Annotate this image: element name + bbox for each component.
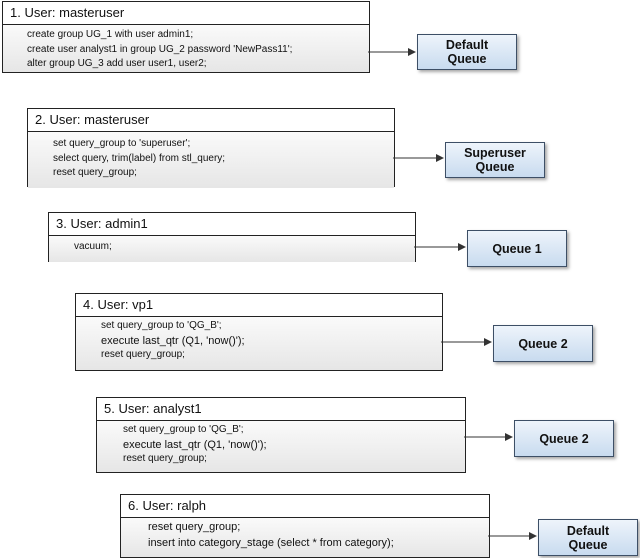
queue-2-vp1: Queue 2 (493, 325, 593, 362)
sql-line: insert into category_stage (select * fro… (148, 536, 394, 549)
sql-line: set query_group to 'QG_B'; (101, 320, 222, 331)
step-3-sql: vacuum; (49, 236, 415, 262)
step-6-title: 6. User: ralph (121, 495, 489, 518)
step-2-box: 2. User: masteruser set query_group to '… (27, 108, 395, 188)
sql-line: create group UG_1 with user admin1; (27, 29, 194, 40)
sql-line: vacuum; (74, 241, 112, 252)
sql-line: reset query_group; (123, 453, 207, 464)
sql-line: alter group UG_3 add user user1, user2; (27, 58, 207, 69)
step-1-box: 1. User: masteruser create group UG_1 wi… (2, 1, 370, 73)
step-4-sql: set query_group to 'QG_B'; execute last_… (76, 317, 442, 370)
step-4-title: 4. User: vp1 (76, 294, 442, 317)
step-6-box: 6. User: ralph reset query_group; insert… (120, 494, 490, 558)
sql-line: set query_group to 'superuser'; (53, 138, 191, 149)
step-3-title: 3. User: admin1 (49, 213, 415, 236)
step-1-title: 1. User: masteruser (3, 2, 369, 25)
sql-line: reset query_group; (53, 167, 137, 178)
step-3-box: 3. User: admin1 vacuum; (48, 212, 416, 262)
sql-line: select query, trim(label) from stl_query… (53, 152, 226, 164)
step-4-box: 4. User: vp1 set query_group to 'QG_B'; … (75, 293, 443, 371)
queue-1: Queue 1 (467, 230, 567, 267)
step-2-sql: set query_group to 'superuser'; select q… (28, 132, 394, 188)
step-1-sql: create group UG_1 with user admin1; crea… (3, 25, 369, 72)
sql-line: set query_group to 'QG_B'; (123, 424, 244, 435)
sql-line: reset query_group; (101, 349, 185, 360)
queue-2-analyst1: Queue 2 (514, 420, 614, 457)
step-2-title: 2. User: masteruser (28, 109, 394, 132)
step-5-title: 5. User: analyst1 (97, 398, 465, 421)
step-6-sql: reset query_group; insert into category_… (121, 518, 489, 557)
sql-line: execute last_qtr (Q1, 'now()'); (101, 334, 245, 347)
sql-line: create user analyst1 in group UG_2 passw… (27, 43, 293, 55)
sql-line: execute last_qtr (Q1, 'now()'); (123, 438, 267, 451)
step-5-box: 5. User: analyst1 set query_group to 'QG… (96, 397, 466, 473)
sql-line: reset query_group; (148, 521, 241, 533)
step-5-sql: set query_group to 'QG_B'; execute last_… (97, 421, 465, 472)
